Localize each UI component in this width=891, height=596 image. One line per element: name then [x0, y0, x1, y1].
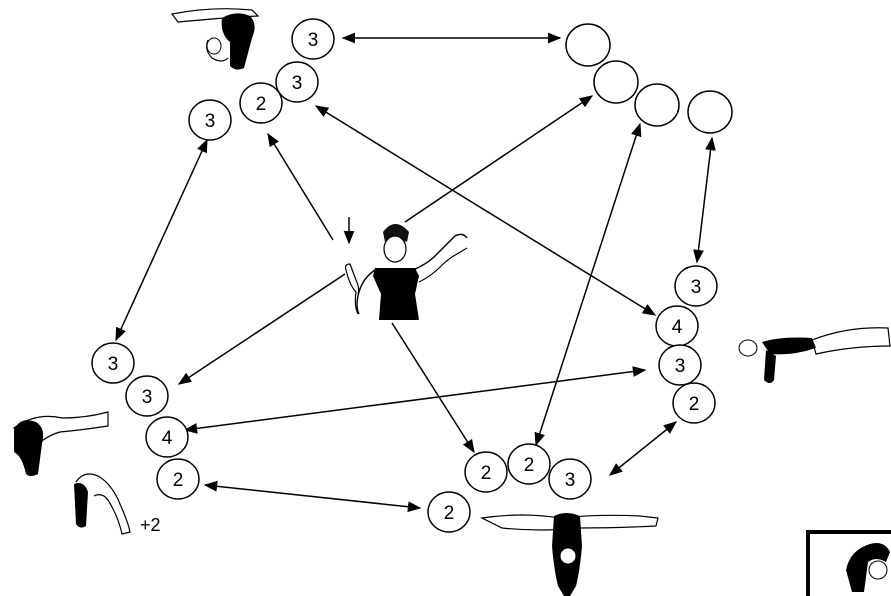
station-left-a: [91, 342, 135, 384]
label-top-left-b: 3: [292, 73, 303, 94]
arrows: [115, 32, 716, 513]
label-bottom-d: 2: [444, 503, 455, 524]
label-left-d: 2: [173, 470, 184, 491]
station-bottom-a: [464, 451, 508, 493]
station-top-right-b: [593, 60, 639, 104]
label-right-a: 3: [691, 277, 702, 298]
station-top-left-c: [239, 82, 283, 124]
arrow-right-vertical: [693, 136, 716, 264]
handstand-figure-top-left: [170, 8, 260, 70]
station-top-right-d: [687, 90, 733, 134]
split-figure-bottom: [480, 513, 659, 596]
label-right-d: 2: [689, 394, 700, 415]
arrow-coach-to-top-right: [404, 95, 594, 223]
label-bottom-c: 3: [565, 470, 576, 491]
label-bottom-a: 2: [481, 463, 492, 484]
walkover-figures-left: [13, 411, 131, 535]
station-top-left-b: [275, 61, 319, 103]
station-right-a: [674, 265, 718, 307]
arrow-coach-to-left-3: [177, 273, 346, 385]
label-right-b: 4: [672, 317, 683, 338]
arrow-top-right-to-bottom: [534, 122, 642, 447]
label-left-c: 4: [162, 428, 173, 449]
station-top-right-a: [565, 23, 611, 67]
label-right-c: 3: [675, 356, 686, 377]
station-left-c: [145, 416, 189, 458]
bonus-label: +2: [140, 515, 161, 535]
station-right-d: [672, 382, 716, 424]
station-bottom-d: [427, 491, 471, 533]
station-labels: 3 3 2 3 3 4 3 2 3 3 4 2 2 2 3 2: [108, 30, 702, 524]
stations: [91, 18, 733, 533]
station-left-d: [156, 458, 200, 500]
arrow-diag-to-right-4: [314, 105, 657, 316]
arrow-coach-to-bottom: [391, 322, 475, 454]
station-left-b: [125, 375, 169, 417]
inset-panel: [806, 530, 891, 596]
arrow-bottom-to-right-2: [608, 421, 678, 476]
label-top-left-a: 3: [308, 30, 319, 51]
arrow-left-vertical: [115, 138, 208, 342]
label-left-a: 3: [108, 354, 119, 375]
label-left-b: 3: [142, 387, 153, 408]
arrow-coach-to-top-left: [267, 132, 334, 241]
station-top-right-c: [634, 83, 680, 127]
label-bottom-b: 2: [524, 455, 535, 476]
arrow-bottom-left-link: [203, 480, 422, 513]
station-top-left-d: [188, 99, 232, 141]
coach-figure: [344, 224, 468, 320]
arrow-left4-to-right3: [183, 366, 647, 434]
station-bottom-b: [507, 443, 551, 485]
station-bottom-c: [548, 458, 592, 500]
station-top-left-a: [291, 18, 335, 60]
label-top-left-d: 3: [205, 111, 216, 132]
label-top-left-c: 2: [256, 94, 267, 115]
station-right-c: [658, 344, 702, 386]
pike-figure-right: [738, 327, 891, 383]
